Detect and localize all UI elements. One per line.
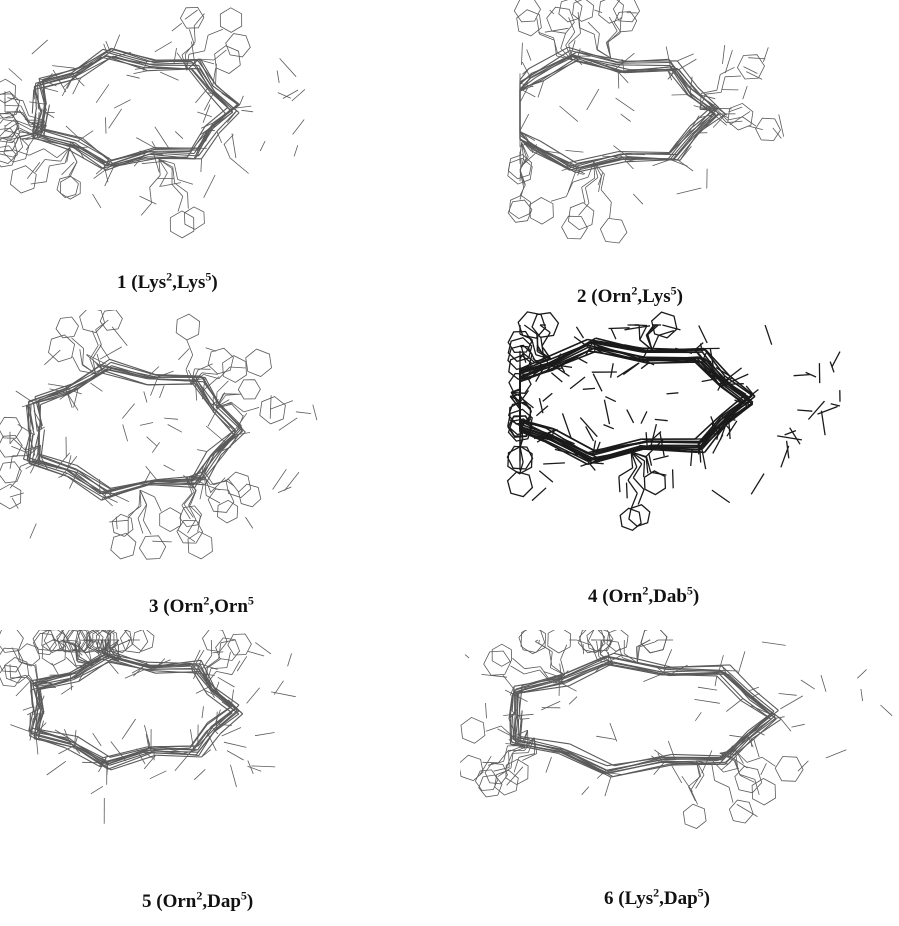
molecular-overlay-2	[507, 0, 785, 244]
caption-6: 6 (Lys2,Dap5)	[604, 885, 710, 909]
caption-2: 2 (Orn2,Lys5)	[577, 283, 683, 307]
molecular-overlay-1	[0, 6, 306, 239]
panel-4	[460, 310, 899, 580]
caption-5: 5 (Orn2,Dap5)	[142, 888, 254, 912]
molecular-overlay-4	[506, 311, 841, 532]
panel-1	[0, 0, 440, 260]
panel-6	[460, 630, 899, 880]
molecular-overlay-6	[460, 630, 893, 829]
caption-3: 3 (Orn2,Orn5	[149, 593, 254, 617]
molecular-overlay-5	[0, 630, 296, 824]
caption-4: 4 (Orn2,Dab5)	[588, 583, 700, 607]
caption-1: 1 (Lys2,Lys5)	[117, 269, 218, 293]
molecular-overlay-3	[0, 310, 318, 560]
panel-2	[460, 0, 899, 260]
panel-3	[0, 310, 440, 580]
panel-5	[0, 630, 440, 880]
